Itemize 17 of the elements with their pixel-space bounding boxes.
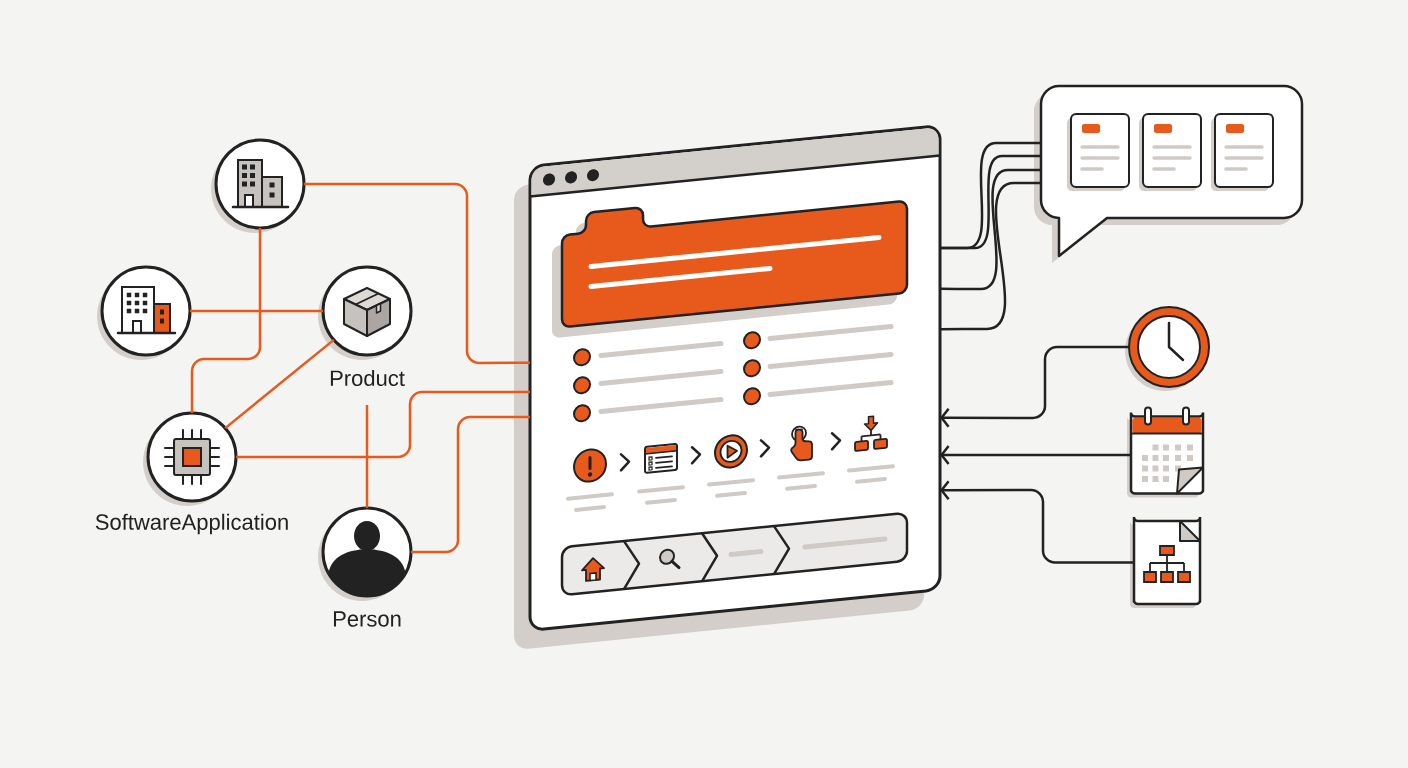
arrow: [940, 345, 1129, 428]
connector-line: [411, 415, 530, 554]
arrow: [940, 445, 1131, 465]
connector-line: [940, 181, 1041, 331]
connector-line: [190, 309, 323, 313]
node-label: Product: [330, 369, 405, 387]
clock-icon: [1125, 306, 1210, 391]
connector-line: [236, 390, 530, 459]
node-label: SoftwareApplication: [95, 513, 288, 535]
connector-line: [940, 168, 1041, 291]
connector-line: [224, 338, 335, 430]
connector-line: [365, 405, 369, 508]
arrow: [940, 480, 1134, 564]
calendar-icon: [1127, 406, 1205, 498]
document-icon: [1130, 515, 1202, 608]
connector-line: [190, 228, 262, 413]
node-label: Person: [333, 611, 401, 627]
